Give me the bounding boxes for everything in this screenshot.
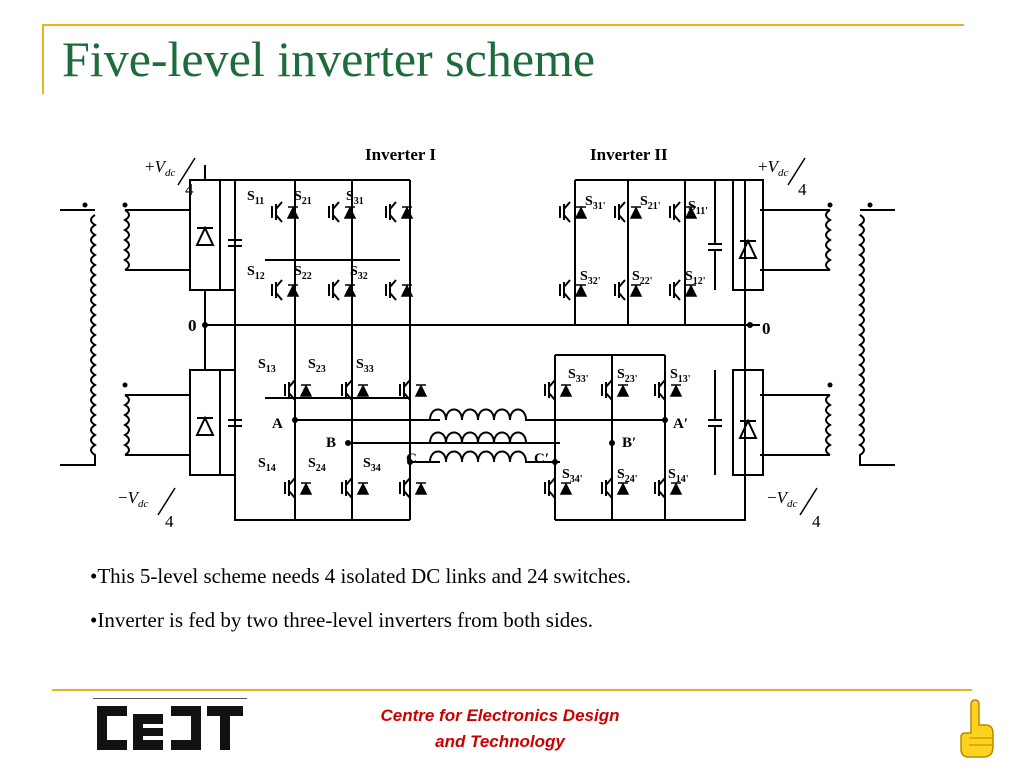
- switch-left-top-3: [271, 279, 300, 301]
- switch-label-s11p: S11': [688, 199, 708, 217]
- switch-label-s33p: S33': [568, 367, 589, 385]
- switch-left-bottom-5: [399, 477, 428, 499]
- switch-label-s22: S22: [294, 264, 312, 282]
- bullet-2: •Inverter is fed by two three-level inve…: [90, 608, 594, 632]
- switch-label-s24: S24: [308, 456, 326, 474]
- vdc-bottom-left: −Vdc: [118, 488, 148, 510]
- switch-left-top-4: [328, 279, 357, 301]
- switch-right-bottom-2: [654, 379, 683, 401]
- switch-left-top-2: [385, 201, 414, 223]
- phase-b-prime-label: B′: [622, 435, 636, 451]
- switch-label-s31p: S31': [585, 194, 606, 212]
- switch-label-s21p: S21': [640, 194, 661, 212]
- inverter-circuit-diagram: Inverter I Inverter II 0 0 A B C A′ B′ C…: [60, 145, 895, 531]
- logo-frame: [93, 698, 247, 699]
- switch-left-top-1: [328, 201, 357, 223]
- switch-right-top-5: [669, 279, 698, 301]
- switch-label-s32p: S32': [580, 269, 601, 287]
- switch-right-top-1: [614, 201, 643, 223]
- switch-right-top-4: [614, 279, 643, 301]
- phase-c-prime-label: C′: [534, 451, 549, 467]
- switch-left-top-0: [271, 201, 300, 223]
- switch-label-s11: S11: [247, 189, 264, 207]
- inverter-2-label: Inverter II: [590, 145, 668, 164]
- switch-left-bottom-3: [284, 477, 313, 499]
- primary-winding-right: [858, 209, 895, 466]
- bottom-rule: [52, 689, 972, 691]
- switch-label-s13: S13: [258, 357, 276, 375]
- vdc-top-right: +Vdc: [758, 157, 788, 179]
- switch-label-s13p: S13': [670, 367, 691, 385]
- switch-label-s32: S32: [350, 264, 368, 282]
- switch-left-bottom-1: [341, 379, 370, 401]
- cedt-logo: [97, 706, 243, 750]
- vdc-top-right-denominator: 4: [798, 180, 807, 199]
- footer-line-1: Centre for Electronics Design: [380, 706, 620, 725]
- bullet-1: •This 5-level scheme needs 4 isolated DC…: [90, 564, 631, 588]
- vdc-top-left: +Vdc: [145, 157, 175, 179]
- vdc-bottom-left-denominator: 4: [165, 512, 174, 531]
- slide-title: Five-level inverter scheme: [62, 31, 596, 87]
- switch-label-s34: S34: [363, 456, 381, 474]
- switch-label-s12p: S12': [685, 269, 706, 287]
- switch-label-s23p: S23': [617, 367, 638, 385]
- switch-label-s33: S33: [356, 357, 374, 375]
- pointing-hand-icon[interactable]: [955, 698, 999, 760]
- vdc-bottom-right: −Vdc: [767, 488, 797, 510]
- node-zero-left: 0: [188, 316, 197, 335]
- footer-org-name: Centre for Electronics Design and Techno…: [340, 703, 660, 755]
- vdc-labels: +Vdc 4 +Vdc 4 −Vdc 4 −Vdc 4: [118, 157, 821, 531]
- node-zero-right: 0: [762, 319, 771, 338]
- coupling-inductors: [429, 408, 560, 463]
- switch-right-bottom-3: [544, 477, 573, 499]
- switch-label-s31: S31: [346, 189, 364, 207]
- switch-label-s21: S21: [294, 189, 312, 207]
- switch-label-s22p: S22': [632, 269, 653, 287]
- phase-a-label: A: [272, 416, 283, 432]
- switch-left-bottom-2: [399, 379, 428, 401]
- switch-right-top-2: [669, 201, 698, 223]
- switch-right-top-3: [559, 279, 588, 301]
- switch-label-s12: S12: [247, 264, 265, 282]
- switch-label-s14p: S14': [668, 467, 689, 485]
- switch-left-top-5: [385, 279, 414, 301]
- inverter-1-label: Inverter I: [365, 145, 436, 164]
- top-rule: [42, 24, 964, 26]
- vdc-bottom-right-denominator: 4: [812, 512, 821, 531]
- switch-left-bottom-4: [341, 477, 370, 499]
- footer-line-2: and Technology: [435, 732, 565, 751]
- switch-label-s24p: S24': [617, 467, 638, 485]
- switch-left-bottom-0: [284, 379, 313, 401]
- switch-label-s23: S23: [308, 357, 326, 375]
- switch-label-s14: S14: [258, 456, 276, 474]
- switch-right-bottom-5: [654, 477, 683, 499]
- switch-right-top-0: [559, 201, 588, 223]
- top-left-rule: [42, 24, 44, 94]
- phase-c-label: C: [406, 451, 417, 467]
- vdc-top-left-denominator: 4: [185, 180, 194, 199]
- switch-right-bottom-4: [601, 477, 630, 499]
- switch-right-bottom-0: [544, 379, 573, 401]
- switch-label-s34p: S34': [562, 467, 583, 485]
- phase-b-label: B: [326, 435, 336, 451]
- primary-winding-left: [60, 209, 97, 466]
- switch-right-bottom-1: [601, 379, 630, 401]
- phase-a-prime-label: A′: [673, 416, 688, 432]
